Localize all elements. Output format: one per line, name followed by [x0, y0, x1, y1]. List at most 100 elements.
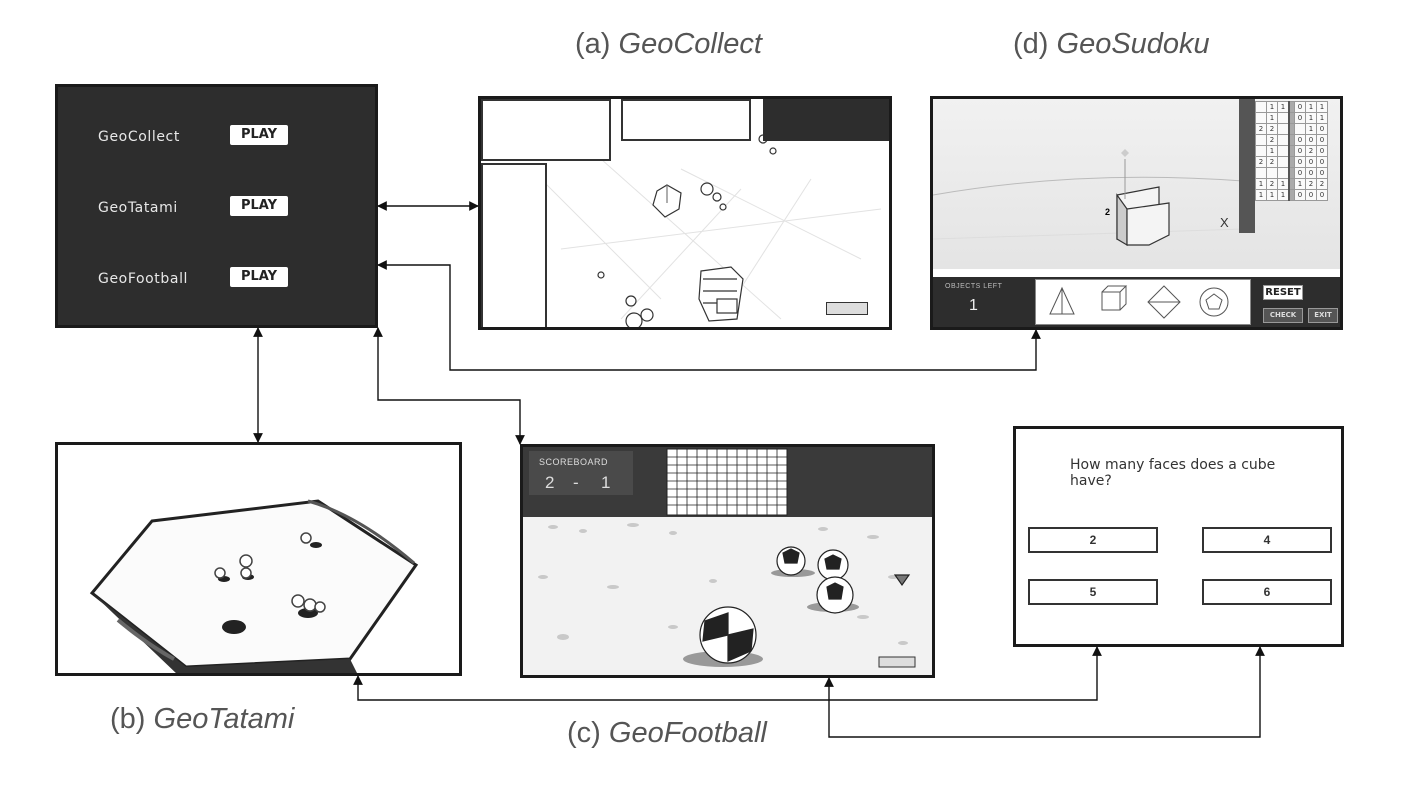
- sudoku-cell[interactable]: 0: [1294, 156, 1306, 168]
- scoreboard: SCOREBOARD 2 - 1: [529, 451, 633, 495]
- sudoku-cell[interactable]: 0: [1305, 134, 1317, 146]
- geocollect-screenshot: [478, 96, 892, 330]
- play-button-geotatami[interactable]: PLAY: [230, 196, 288, 216]
- sudoku-cell[interactable]: [1255, 134, 1267, 146]
- sudoku-cell[interactable]: 0: [1316, 145, 1328, 157]
- sudoku-cell[interactable]: 2: [1305, 145, 1317, 157]
- reset-button[interactable]: RESET: [1263, 285, 1303, 300]
- sudoku-cell[interactable]: 2: [1255, 123, 1267, 135]
- sudoku-cell[interactable]: 0: [1316, 156, 1328, 168]
- sudoku-cell[interactable]: 1: [1266, 189, 1278, 201]
- sudoku-cell[interactable]: 1: [1266, 112, 1278, 124]
- sudoku-cell[interactable]: 1: [1294, 178, 1306, 190]
- collect-score-box-left: [481, 99, 611, 161]
- quiz-question: How many faces does a cube have?: [1070, 457, 1276, 489]
- football-field: [538, 523, 916, 668]
- sudoku-cell[interactable]: [1255, 101, 1267, 113]
- sudoku-cell[interactable]: 1: [1305, 112, 1317, 124]
- menu-row-geocollect: GeoCollect PLAY: [58, 123, 375, 153]
- collect-info-box: [763, 99, 889, 141]
- sudoku-cell[interactable]: 0: [1294, 134, 1306, 146]
- sudoku-cell[interactable]: 1: [1255, 189, 1267, 201]
- sudoku-cell[interactable]: 0: [1305, 156, 1317, 168]
- sudoku-cell[interactable]: 2: [1266, 156, 1278, 168]
- exit-button[interactable]: EXIT: [1308, 308, 1338, 323]
- menu-row-geofootball: GeoFootball PLAY: [58, 265, 375, 295]
- sudoku-cell[interactable]: 2: [1305, 178, 1317, 190]
- sudoku-cell[interactable]: 1: [1255, 178, 1267, 190]
- sudoku-cell[interactable]: [1277, 123, 1290, 135]
- sudoku-cell[interactable]: 0: [1316, 189, 1328, 201]
- sudoku-cell[interactable]: 0: [1294, 167, 1306, 179]
- check-button[interactable]: CHECK: [1263, 308, 1303, 323]
- menu-label-geocollect: GeoCollect: [98, 129, 180, 145]
- sudoku-cell[interactable]: 0: [1316, 167, 1328, 179]
- objects-left-label: OBJECTS LEFT: [945, 283, 1003, 290]
- sudoku-cell[interactable]: 0: [1316, 123, 1328, 135]
- sudoku-cell[interactable]: [1277, 112, 1290, 124]
- sudoku-cell[interactable]: 2: [1266, 178, 1278, 190]
- sudoku-cell[interactable]: 1: [1305, 101, 1317, 113]
- score-separator: -: [573, 473, 579, 492]
- geofootball-screenshot: SCOREBOARD 2 - 1: [520, 444, 935, 678]
- sudoku-cell[interactable]: 0: [1305, 189, 1317, 201]
- shape-palette[interactable]: [1035, 279, 1251, 325]
- tatami-board: [89, 499, 419, 669]
- sudoku-cell[interactable]: 1: [1316, 112, 1328, 124]
- main-menu-panel: GeoCollect PLAY GeoTatami PLAY GeoFootba…: [55, 84, 378, 328]
- quiz-option-3[interactable]: 5: [1028, 579, 1158, 605]
- collect-action-button[interactable]: [826, 302, 868, 315]
- caption-geosudoku: (d) GeoSudoku: [1013, 28, 1210, 60]
- geotatami-scene: [89, 499, 419, 673]
- sudoku-cell[interactable]: 2: [1266, 123, 1278, 135]
- scoreboard-label: SCOREBOARD: [539, 457, 609, 467]
- sudoku-cell[interactable]: 2: [1266, 134, 1278, 146]
- sudoku-cell[interactable]: 0: [1316, 134, 1328, 146]
- geotatami-screenshot: [55, 442, 462, 676]
- sudoku-cell[interactable]: [1277, 156, 1290, 168]
- sudoku-cell[interactable]: 0: [1294, 101, 1306, 113]
- sudoku-cell[interactable]: 1: [1277, 101, 1290, 113]
- quiz-option-1[interactable]: 2: [1028, 527, 1158, 553]
- quiz-option-2[interactable]: 4: [1202, 527, 1332, 553]
- sudoku-cell[interactable]: 1: [1316, 101, 1328, 113]
- sudoku-cell[interactable]: [1277, 145, 1290, 157]
- menu-row-geotatami: GeoTatami PLAY: [58, 194, 375, 224]
- sudoku-cell[interactable]: [1255, 112, 1267, 124]
- sudoku-cell[interactable]: [1266, 167, 1278, 179]
- play-button-geofootball[interactable]: PLAY: [230, 267, 288, 287]
- sudoku-cell[interactable]: [1255, 145, 1267, 157]
- sudoku-cell[interactable]: 1: [1305, 123, 1317, 135]
- sudoku-cell[interactable]: [1277, 167, 1290, 179]
- sudoku-cell[interactable]: [1294, 123, 1306, 135]
- sudoku-cell[interactable]: 1: [1266, 101, 1278, 113]
- sudoku-cell[interactable]: 0: [1294, 189, 1306, 201]
- sudoku-cell[interactable]: 1: [1266, 145, 1278, 157]
- sudoku-cell[interactable]: 0: [1294, 112, 1306, 124]
- sudoku-marker-2: 2: [1105, 207, 1111, 217]
- cube-icon: [1101, 291, 1121, 311]
- collect-score-box-right: [621, 99, 751, 141]
- sudoku-cell[interactable]: 0: [1294, 145, 1306, 157]
- arrow-football-quiz: [824, 646, 1265, 738]
- sudoku-cell[interactable]: [1255, 167, 1267, 179]
- sudoku-cell[interactable]: 1: [1277, 178, 1290, 190]
- sudoku-cell[interactable]: 1: [1277, 189, 1290, 201]
- sudoku-side-strip: [1239, 99, 1255, 233]
- sudoku-cell[interactable]: 2: [1255, 156, 1267, 168]
- sudoku-cell[interactable]: 0: [1305, 167, 1317, 179]
- football-action-button: [878, 656, 916, 668]
- play-button-geocollect[interactable]: PLAY: [230, 125, 288, 145]
- menu-label-geotatami: GeoTatami: [98, 200, 178, 216]
- sudoku-cell[interactable]: 2: [1316, 178, 1328, 190]
- sudoku-cell[interactable]: [1277, 134, 1290, 146]
- quiz-option-4[interactable]: 6: [1202, 579, 1332, 605]
- away-score: 1: [601, 473, 611, 492]
